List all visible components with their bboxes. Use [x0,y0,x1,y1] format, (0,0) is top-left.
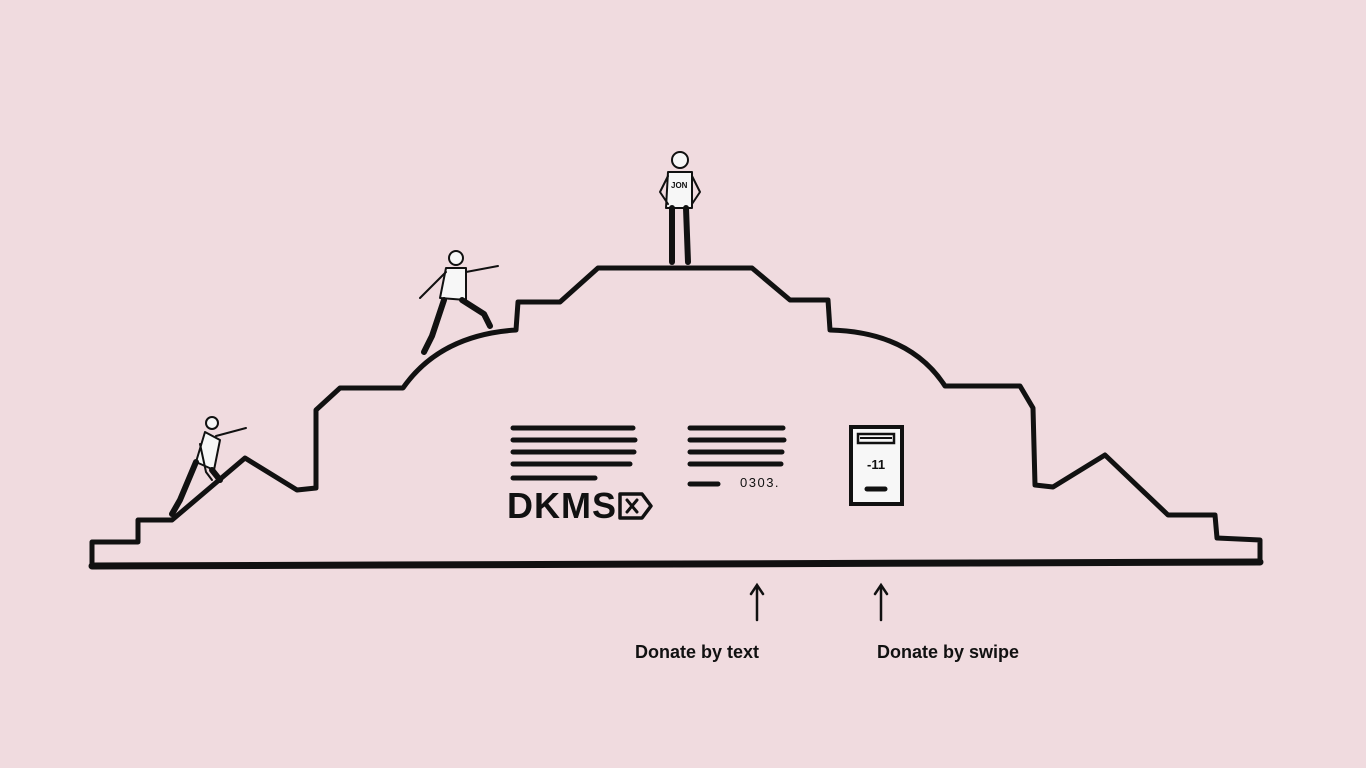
brand-logo: DKMS [507,485,617,526]
arrow-up-icon [749,582,765,622]
code-number: 0303. [740,475,780,490]
donate-by-text-label: Donate by text [635,642,760,662]
x-box-icon [618,492,653,520]
mountain-outline [89,265,1263,569]
donate-by-swipe-label: Donate by swipe [877,642,1020,662]
person-icon [659,151,701,265]
text-block-middle [687,425,787,487]
shirt-label: JON [671,181,688,190]
ground-line [88,558,1264,570]
card-icon: -11 [849,425,904,506]
text-block-left [510,425,638,481]
person-icon [169,416,247,517]
arrow-up-icon [873,582,889,622]
person-icon [419,250,499,355]
card-value: -11 [867,457,885,472]
